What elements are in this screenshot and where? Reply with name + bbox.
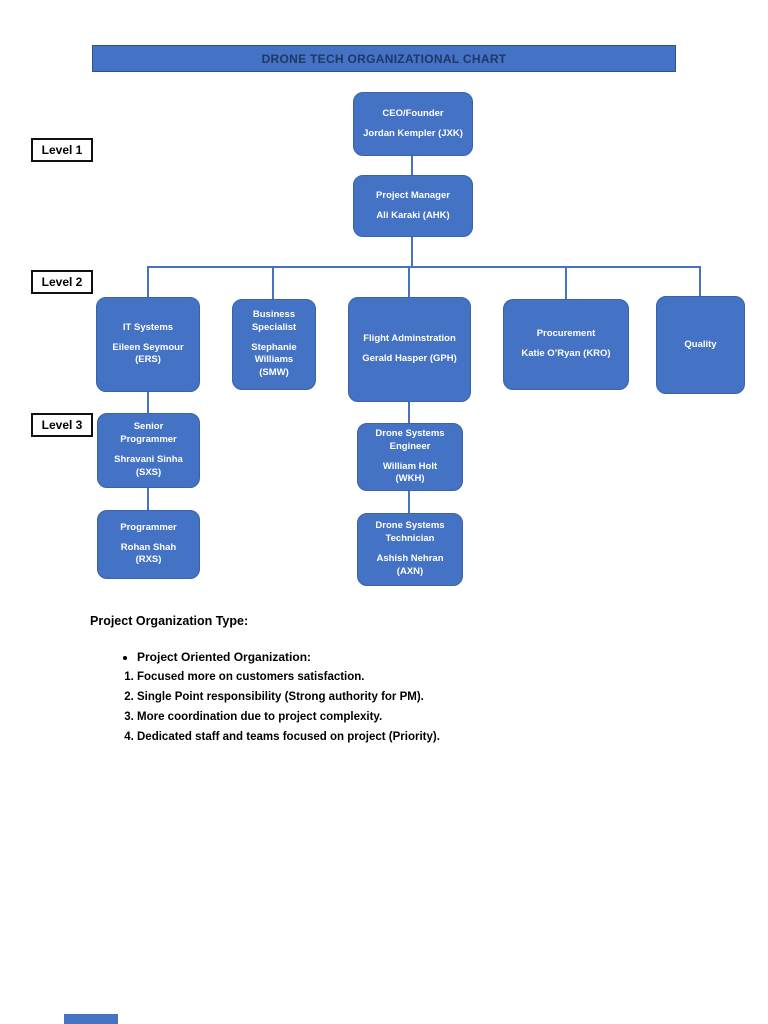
connector-drop-business bbox=[272, 266, 274, 299]
notes-heading: Project Organization Type: bbox=[90, 614, 249, 628]
org-node-project-manager: Project Manager Ali Karaki (AHK) bbox=[353, 175, 473, 237]
node-role: Quality bbox=[684, 338, 717, 350]
level-2-text: Level 2 bbox=[41, 275, 83, 289]
org-node-it-systems: IT Systems Eileen Seymour (ERS) bbox=[96, 297, 200, 392]
node-role: Drone Systems Engineer bbox=[375, 427, 445, 452]
connector-it-seniorprog bbox=[147, 392, 149, 413]
node-person: Rohan Shah (RXS) bbox=[120, 541, 177, 566]
node-role: Drone Systems Technician bbox=[375, 520, 445, 545]
node-role: Business Specialist bbox=[251, 308, 297, 333]
node-person: Gerald Hasper (GPH) bbox=[362, 353, 457, 364]
level-1-label: Level 1 bbox=[31, 138, 93, 162]
connector-drop-procurement bbox=[565, 266, 567, 299]
level-3-text: Level 3 bbox=[41, 418, 83, 432]
node-person: Ashish Nehran (AXN) bbox=[376, 553, 444, 577]
node-person: William Holt (WKH) bbox=[382, 460, 438, 485]
connector-seniorprog-prog bbox=[147, 488, 149, 510]
node-role: Programmer bbox=[120, 521, 177, 533]
org-node-programmer: Programmer Rohan Shah (RXS) bbox=[97, 510, 200, 579]
notes-numbered-item: Dedicated staff and teams focused on pro… bbox=[137, 727, 670, 747]
node-person: Ali Karaki (AHK) bbox=[376, 209, 450, 221]
chart-title-banner: DRONE TECH ORGANIZATIONAL CHART bbox=[92, 45, 676, 72]
org-node-ceo: CEO/Founder Jordan Kempler (JXK) bbox=[353, 92, 473, 156]
connector-drop-it bbox=[147, 266, 149, 297]
node-role: Senior Programmer bbox=[120, 421, 177, 446]
notes-numbered-item: Single Point responsibility (Strong auth… bbox=[137, 687, 670, 707]
node-person: Katie O’Ryan (KRO) bbox=[521, 348, 611, 359]
notes-bullet-item: Project Oriented Organization: bbox=[137, 650, 670, 664]
node-role: Procurement bbox=[536, 328, 596, 340]
notes-numbered-list: Focused more on customers satisfaction. … bbox=[137, 667, 670, 747]
connector-flight-engineer bbox=[408, 402, 410, 423]
org-node-drone-systems-engineer: Drone Systems Engineer William Holt (WKH… bbox=[357, 423, 463, 491]
level-1-text: Level 1 bbox=[41, 143, 83, 157]
connector-engineer-technician bbox=[408, 491, 410, 513]
node-role: IT Systems bbox=[122, 321, 174, 333]
org-node-procurement: Procurement Katie O’Ryan (KRO) bbox=[503, 299, 629, 390]
org-node-flight-administration: Flight Adminstration Gerald Hasper (GPH) bbox=[348, 297, 471, 402]
notes-numbered-item: Focused more on customers satisfaction. bbox=[137, 667, 670, 687]
node-person: Stephanie Williams (SMW) bbox=[251, 341, 297, 379]
level-2-label: Level 2 bbox=[31, 270, 93, 294]
level-3-label: Level 3 bbox=[31, 413, 93, 437]
org-node-senior-programmer: Senior Programmer Shravani Sinha (SXS) bbox=[97, 413, 200, 488]
connector-pm-bus bbox=[411, 237, 413, 267]
notes-bullet-list: Project Oriented Organization: bbox=[137, 650, 670, 664]
connector-drop-quality bbox=[699, 266, 701, 296]
node-person: Shravani Sinha (SXS) bbox=[114, 454, 183, 478]
node-role: CEO/Founder bbox=[382, 107, 444, 119]
org-node-drone-systems-technician: Drone Systems Technician Ashish Nehran (… bbox=[357, 513, 463, 586]
node-person: Jordan Kempler (JXK) bbox=[363, 127, 463, 139]
next-page-banner-sliver bbox=[64, 1014, 118, 1024]
node-role: Project Manager bbox=[376, 189, 450, 201]
node-role: Flight Adminstration bbox=[363, 333, 456, 345]
node-person: Eileen Seymour (ERS) bbox=[112, 341, 184, 366]
connector-level2-bus bbox=[147, 266, 701, 268]
connector-ceo-pm bbox=[411, 156, 413, 175]
connector-drop-flight bbox=[408, 266, 410, 297]
notes-section: Project Organization Type: Project Orien… bbox=[90, 614, 670, 747]
chart-title: DRONE TECH ORGANIZATIONAL CHART bbox=[261, 51, 507, 66]
org-node-business-specialist: Business Specialist Stephanie Williams (… bbox=[232, 299, 316, 390]
notes-numbered-item: More coordination due to project complex… bbox=[137, 707, 670, 727]
org-node-quality: Quality bbox=[656, 296, 745, 394]
